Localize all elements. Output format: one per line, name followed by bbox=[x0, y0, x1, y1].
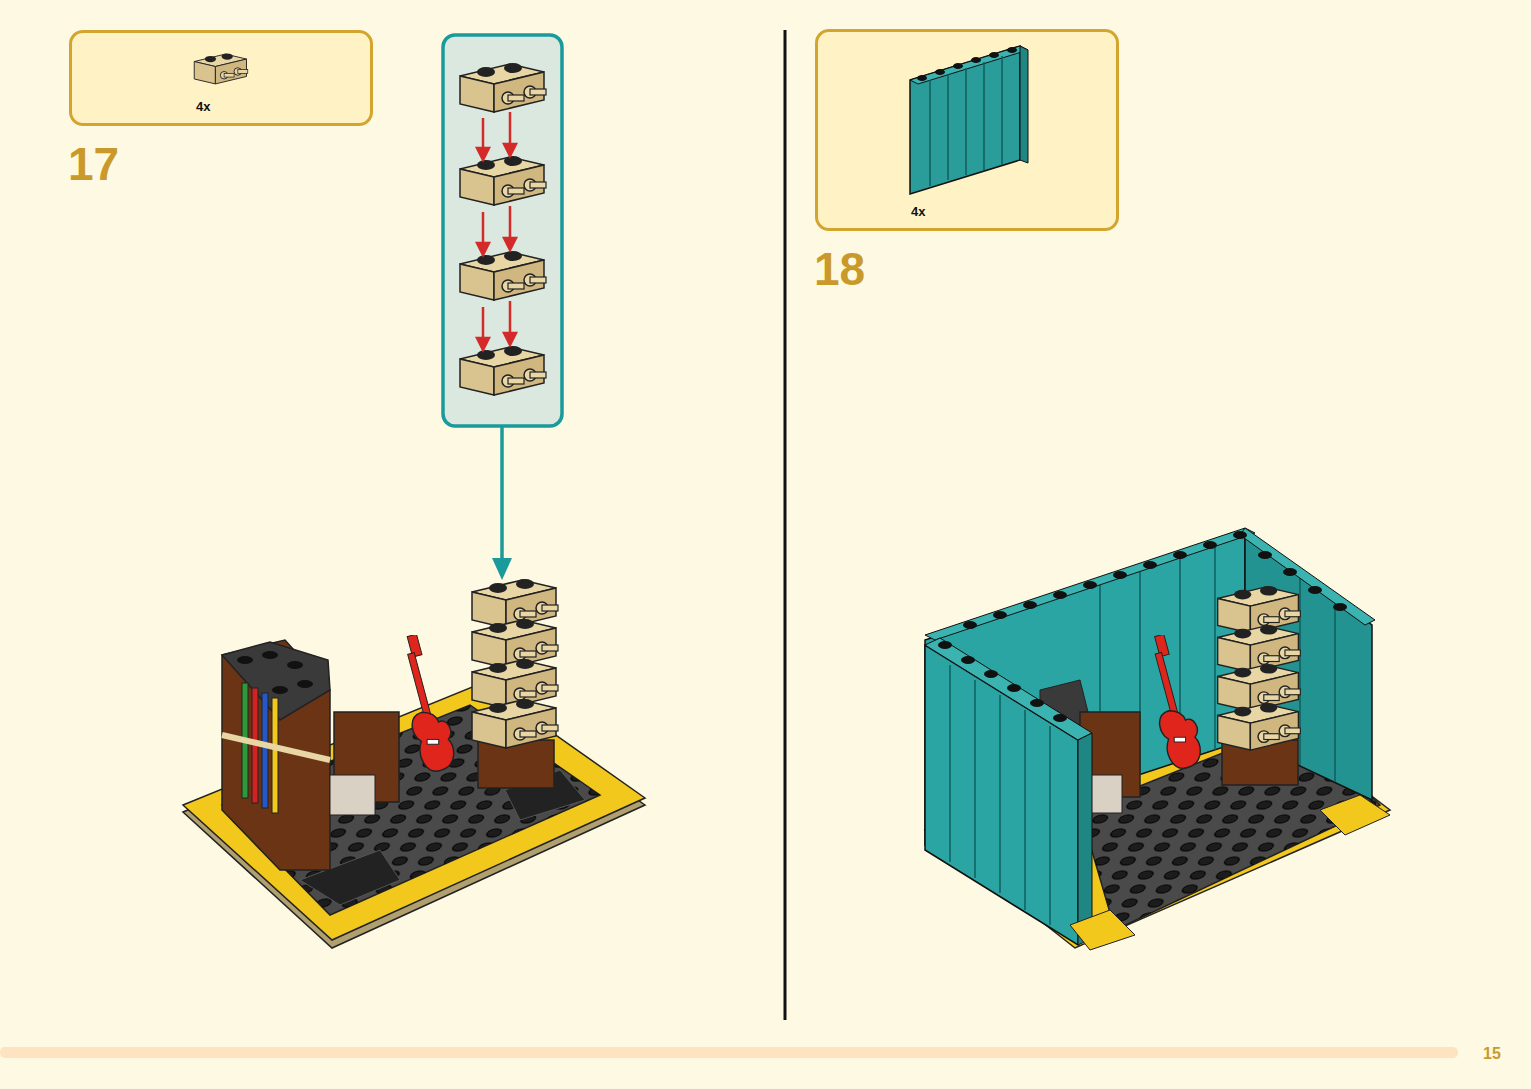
parts-callout-box: 4x bbox=[815, 29, 1119, 231]
page-number: 15 bbox=[1483, 1046, 1501, 1062]
step-number: 18 bbox=[814, 246, 865, 292]
part-quantity: 4x bbox=[196, 99, 210, 114]
step-number: 17 bbox=[68, 141, 119, 187]
part-quantity: 4x bbox=[911, 204, 925, 219]
parts-callout-box: 4x bbox=[69, 30, 373, 126]
